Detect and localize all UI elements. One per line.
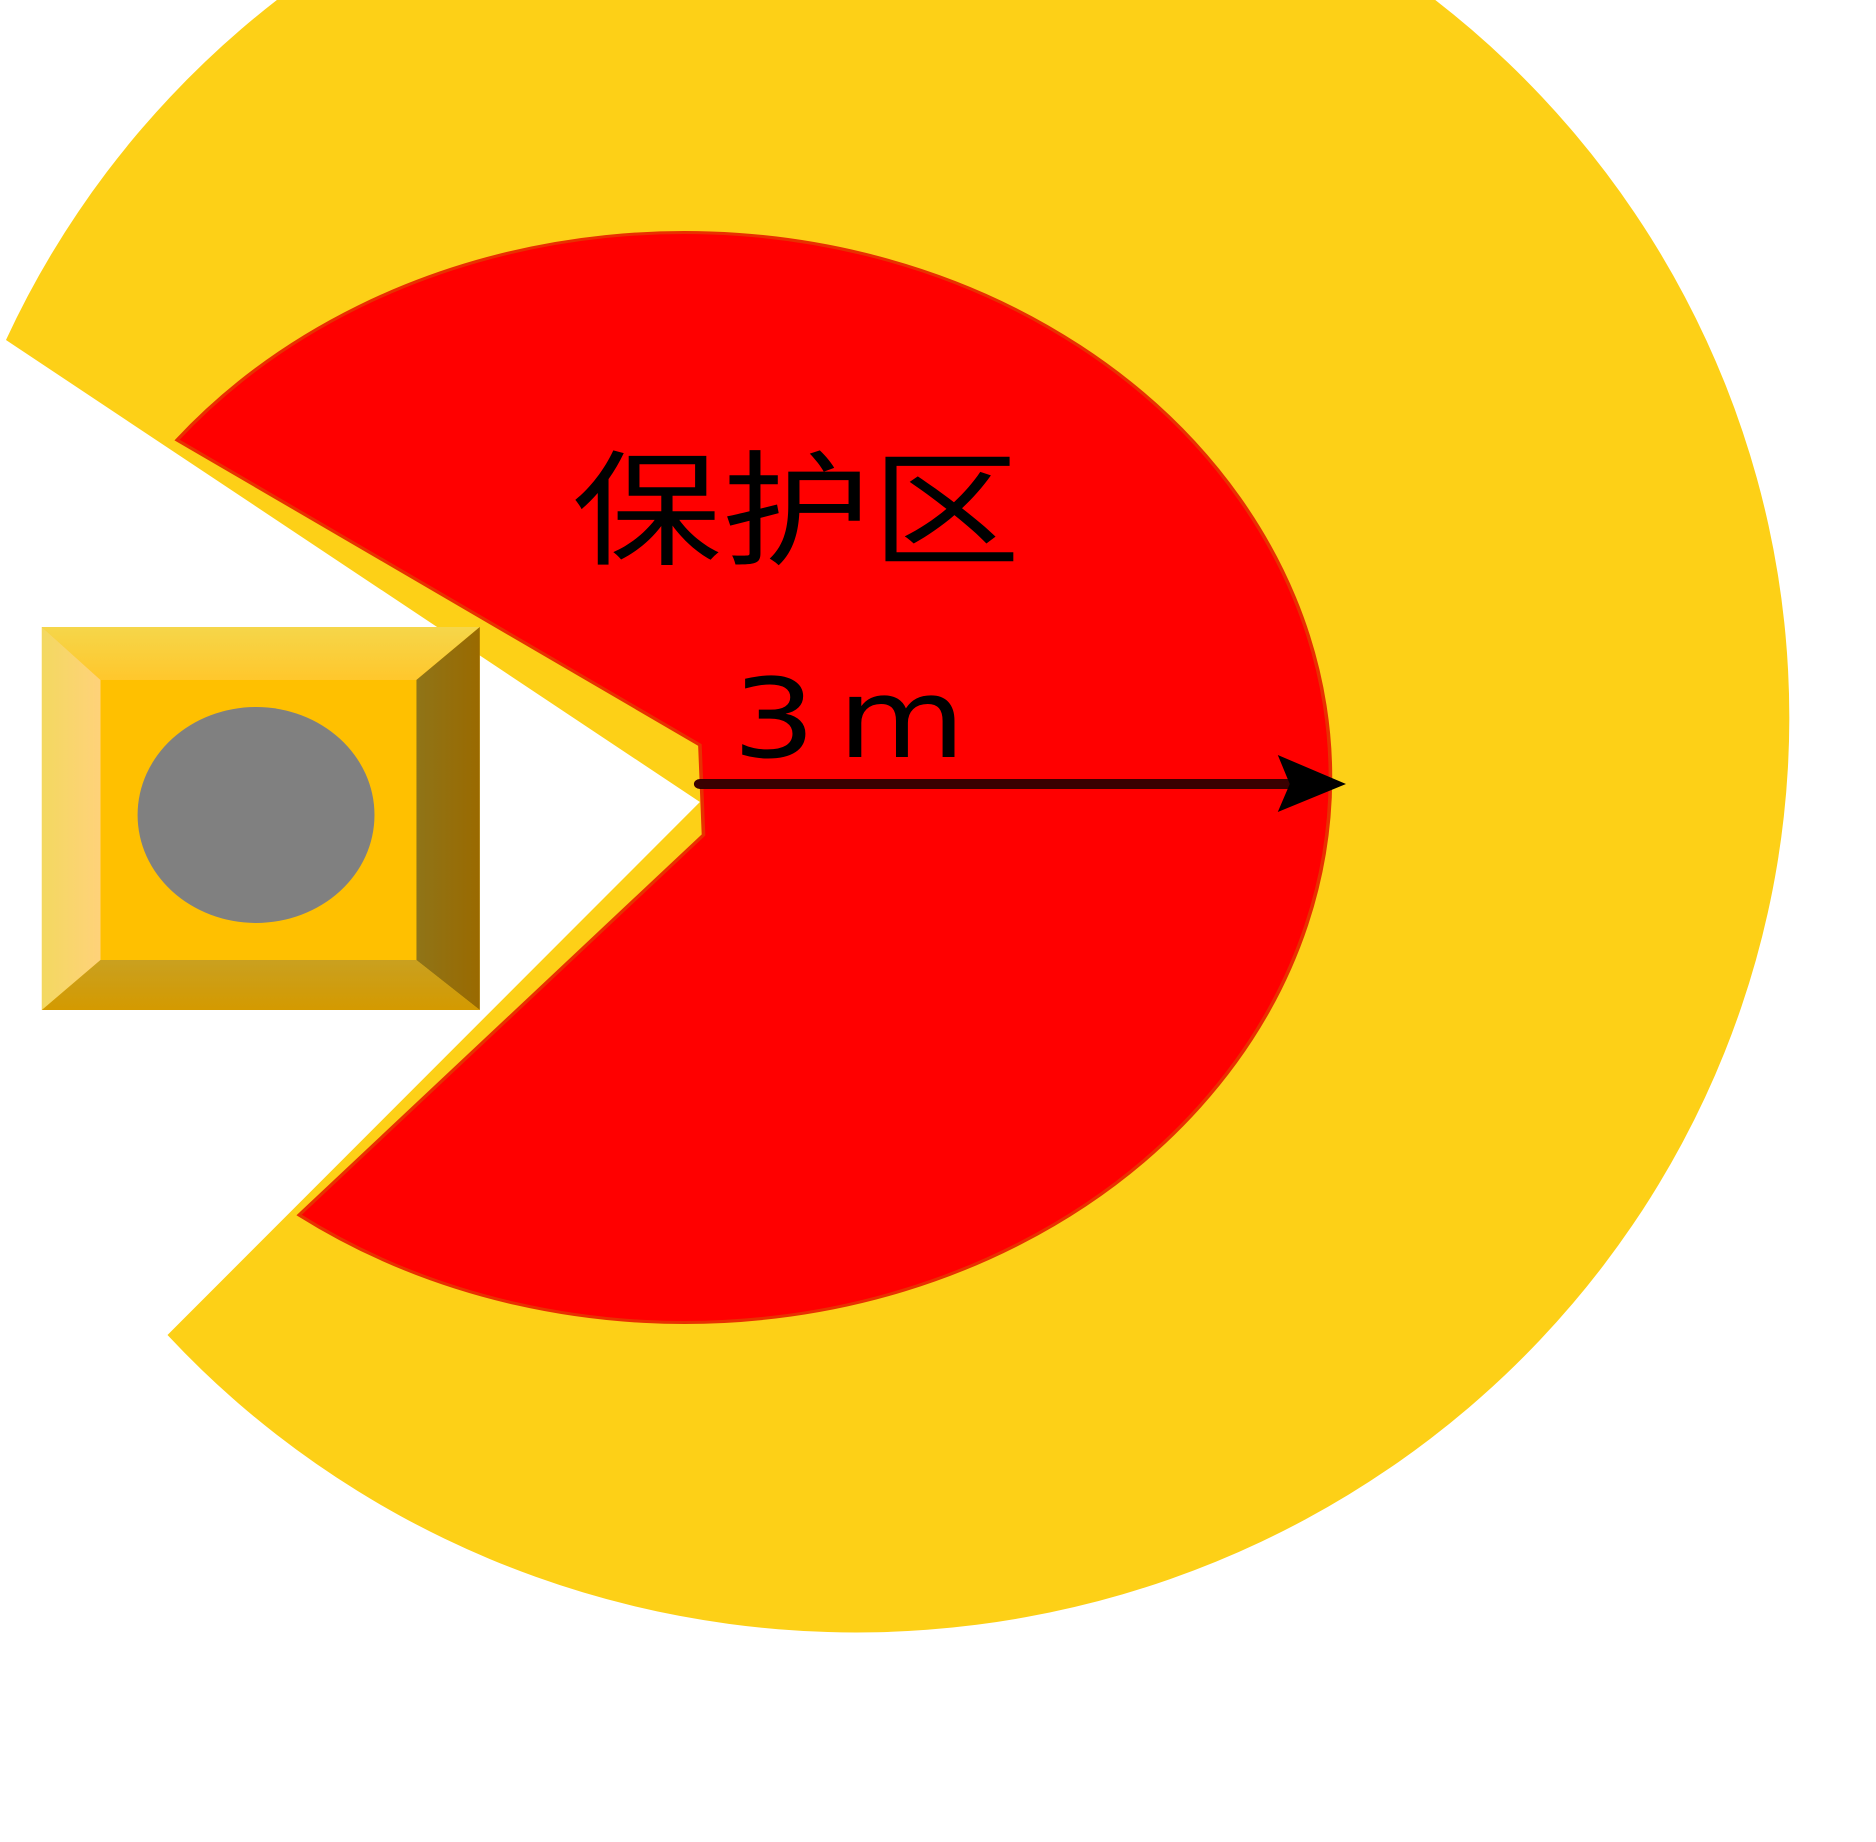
device-bevel-right (416, 627, 480, 1010)
protection-zone (174, 231, 1333, 1324)
device-icon (41, 627, 480, 1010)
sensor-circle-icon (137, 707, 375, 923)
radius-label: 3m (732, 655, 987, 784)
zone-label: 保护区 (572, 439, 1021, 585)
device-bevel-left (41, 627, 101, 1010)
device-bevel-top (41, 627, 480, 680)
radius-arrow-icon (693, 755, 1346, 812)
device-bevel-bottom (41, 960, 480, 1010)
